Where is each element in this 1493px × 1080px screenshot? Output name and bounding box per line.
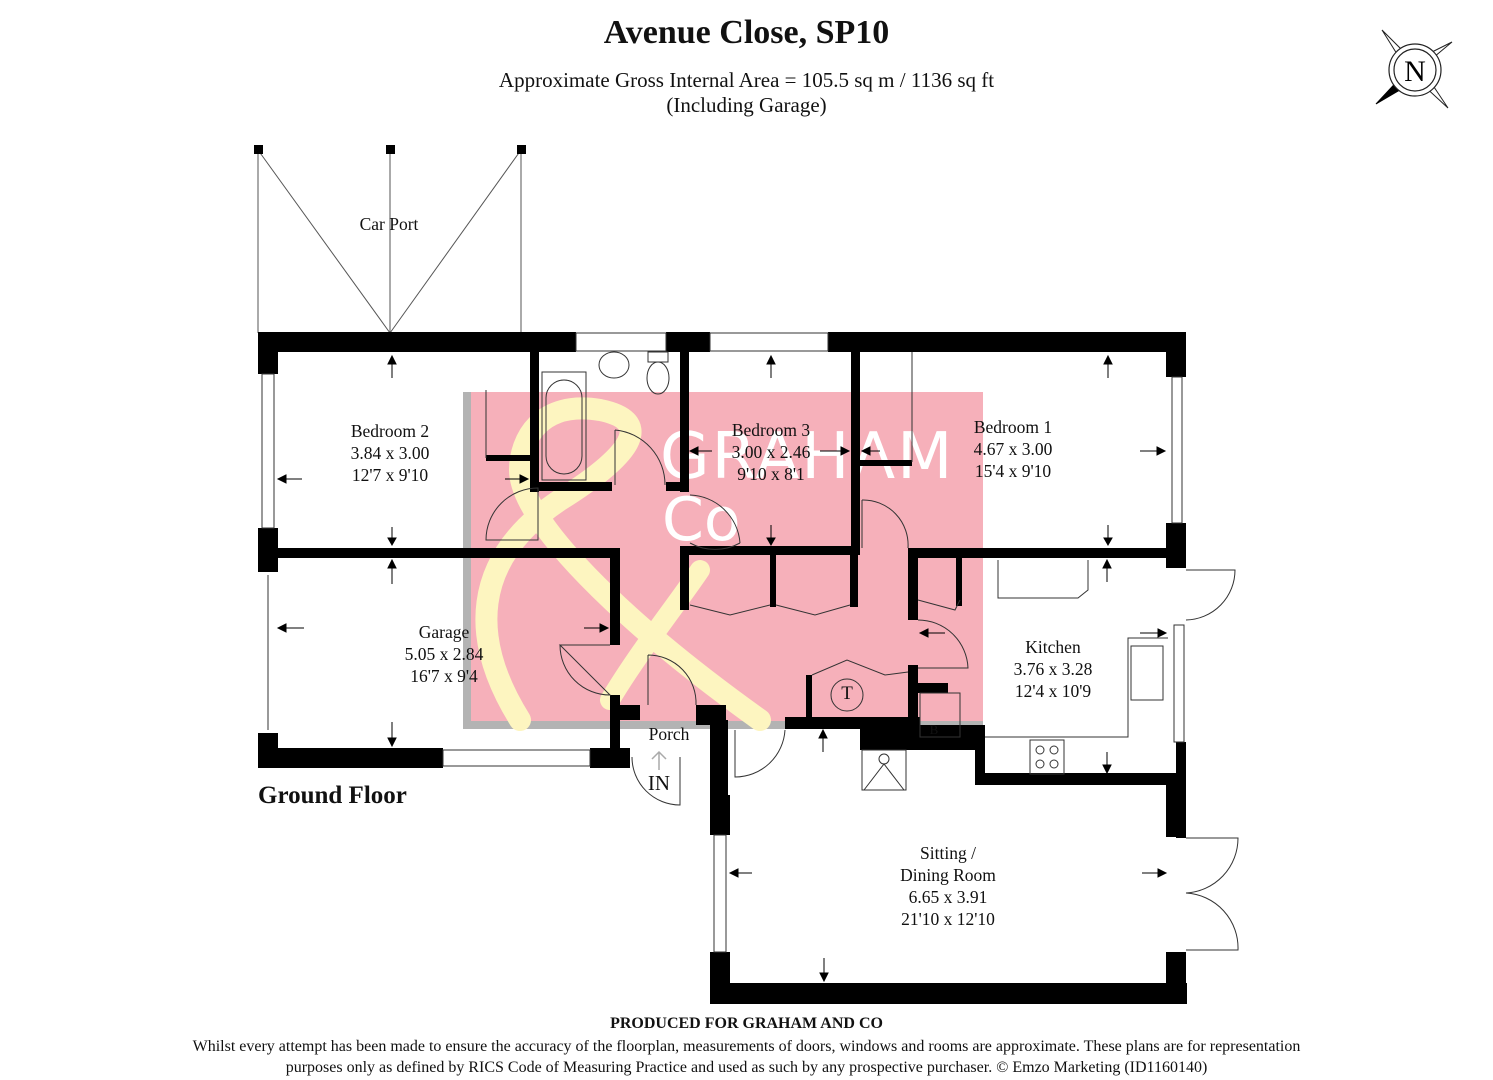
room-bedroom-2: Bedroom 2 3.84 x 3.00 12'7 x 9'10 (350, 421, 430, 485)
room-sitting-dining: Sitting / Dining Room 6.65 x 3.91 21'10 … (900, 843, 996, 929)
tank-symbol: T (841, 683, 853, 704)
room-porch: Porch (648, 724, 690, 744)
entrance-arrow-icon (651, 750, 667, 770)
area-note: (Including Garage) (666, 93, 827, 117)
watermark-graham: GRAHAM (660, 420, 954, 494)
gross-area-line: Approximate Gross Internal Area = 105.5 … (498, 68, 995, 92)
watermark-co: Co (662, 485, 741, 555)
room-bedroom-1: Bedroom 1 4.67 x 3.00 15'4 x 9'10 (973, 417, 1053, 481)
disclaimer: Whilst every attempt has been made to en… (192, 1038, 1301, 1076)
room-car-port: Car Port (359, 214, 419, 234)
compass-north-label: N (1404, 55, 1426, 88)
area-summary: Approximate Gross Internal Area = 105.5 … (0, 68, 1493, 118)
produced-for: PRODUCED FOR GRAHAM AND CO (610, 1015, 883, 1032)
room-kitchen: Kitchen 3.76 x 3.28 12'4 x 10'9 (1013, 637, 1093, 701)
entrance-label: IN (647, 771, 671, 795)
north-compass-icon: N (1372, 26, 1458, 110)
boiler-symbol: B (929, 722, 939, 737)
walls (258, 332, 1187, 1004)
car-port-structure (257, 149, 522, 334)
room-garage: Garage 5.05 x 2.84 16'7 x 9'4 (404, 622, 484, 686)
floor-label: Ground Floor (258, 782, 407, 809)
plan-title: Avenue Close, SP10 (603, 14, 890, 51)
watermark: GRAHAM Co (463, 392, 983, 731)
room-bedroom-3: Bedroom 3 3.00 x 2.46 9'10 x 8'1 (731, 420, 811, 484)
